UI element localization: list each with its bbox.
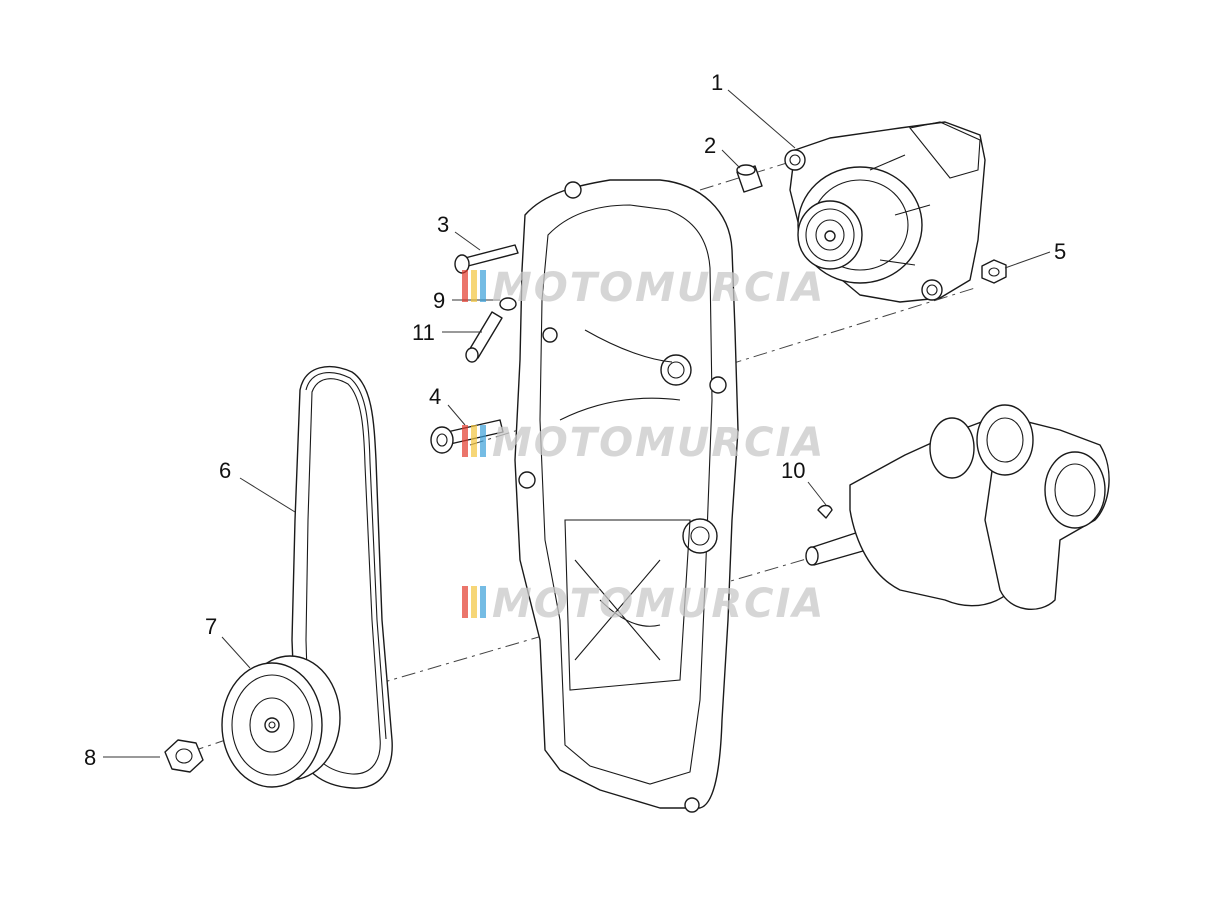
- crankshaft-pulley: [221, 655, 341, 788]
- callout-3: 3: [437, 212, 449, 237]
- watermark-text: MOTOMURCIA: [492, 420, 825, 466]
- watermark-stripe-red: [462, 586, 468, 618]
- watermark-stripe-red: [462, 270, 468, 302]
- watermark-2: MOTOMURCIA: [462, 420, 825, 466]
- callout-10: 10: [781, 458, 805, 483]
- callout-7: 7: [205, 614, 217, 639]
- watermark-text: MOTOMURCIA: [492, 581, 825, 627]
- watermark-text: MOTOMURCIA: [492, 265, 825, 311]
- crankshaft: [805, 404, 1110, 610]
- timing-cover: [514, 179, 739, 813]
- watermark-stripe-yellow: [471, 425, 477, 457]
- watermark-stripe-red: [462, 425, 468, 457]
- watermark-3: MOTOMURCIA: [462, 581, 825, 627]
- watermark-stripe-blue: [480, 270, 486, 302]
- callout-8: 8: [84, 745, 96, 770]
- nut-8: [164, 739, 204, 773]
- woodruff-key: [817, 504, 833, 519]
- callout-5: 5: [1054, 239, 1066, 264]
- watermark-stripe-yellow: [471, 586, 477, 618]
- watermark-stripe-blue: [480, 425, 486, 457]
- callout-11: 11: [412, 320, 435, 345]
- spacer-bushing: [736, 164, 763, 193]
- callout-labels: 1 2 3 5 9 11 4 6 10 7 8: [84, 70, 1066, 770]
- washer-9: [499, 297, 517, 311]
- callout-2: 2: [704, 133, 716, 158]
- screw-3: [454, 244, 519, 274]
- watermark-stripe-blue: [480, 586, 486, 618]
- callout-4: 4: [429, 384, 441, 409]
- nut-5: [981, 259, 1007, 284]
- alternator: [784, 121, 986, 303]
- callout-1: 1: [711, 70, 723, 95]
- watermark-1: MOTOMURCIA: [462, 265, 825, 311]
- screw-11: [465, 311, 503, 363]
- watermark-stripe-yellow: [471, 270, 477, 302]
- callout-6: 6: [219, 458, 231, 483]
- callout-9: 9: [433, 288, 445, 313]
